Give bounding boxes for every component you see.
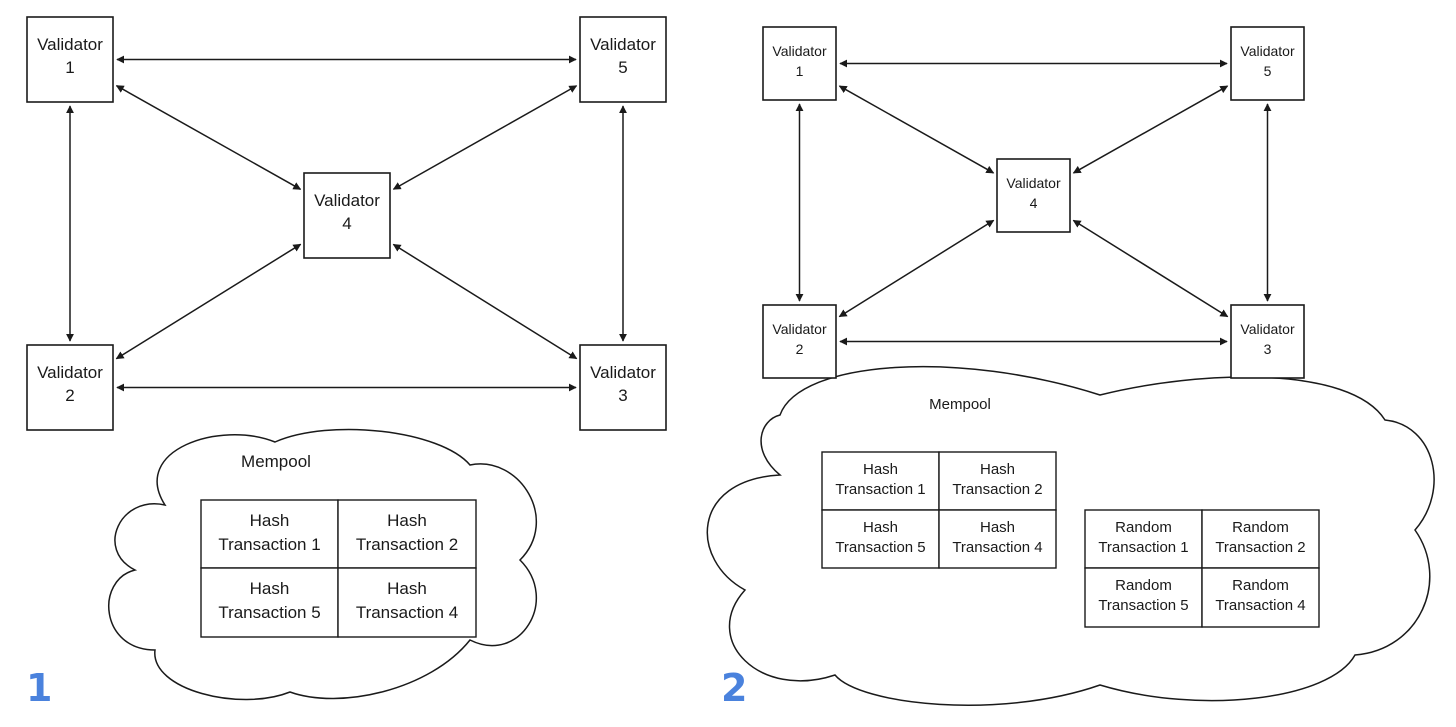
svg-text:Hash: Hash: [863, 461, 898, 478]
panel-number: 2: [721, 666, 747, 710]
validator-node: Validator 3: [1230, 304, 1305, 379]
validator-number: 1: [796, 63, 804, 79]
panel-number: 1: [26, 666, 52, 710]
validator-node: Validator 1: [26, 16, 114, 103]
svg-text:Transaction 4: Transaction 4: [952, 539, 1042, 556]
validator-name: Validator: [590, 35, 656, 54]
connection-arrow: [1072, 85, 1229, 174]
hash-transactions-table: Hash Transaction 1 Hash Transaction 2 Ha…: [200, 499, 477, 638]
svg-text:Transaction 5: Transaction 5: [218, 603, 320, 622]
svg-text:Transaction 1: Transaction 1: [1098, 539, 1188, 556]
svg-text:Transaction 2: Transaction 2: [356, 535, 458, 554]
svg-text:Hash: Hash: [250, 511, 290, 530]
table-cell: Hash Transaction 2: [938, 451, 1057, 511]
svg-text:Random: Random: [1232, 519, 1289, 536]
validator-name: Validator: [772, 43, 827, 59]
validator-name: Validator: [590, 363, 656, 382]
connections-panel-2: [795, 59, 1272, 346]
table-cell: Random Transaction 1: [1084, 509, 1203, 569]
svg-text:Hash: Hash: [980, 519, 1015, 536]
mempool-label: Mempool: [241, 452, 311, 471]
mempool-label: Mempool: [929, 396, 991, 413]
svg-text:Hash: Hash: [980, 461, 1015, 478]
svg-text:Transaction 4: Transaction 4: [1215, 597, 1305, 614]
validator-number: 2: [65, 386, 74, 405]
svg-text:Hash: Hash: [250, 579, 290, 598]
svg-text:Transaction 2: Transaction 2: [952, 481, 1042, 498]
random-transactions-table: Random Transaction 1 Random Transaction …: [1084, 509, 1320, 628]
validator-number: 5: [618, 58, 627, 77]
table-cell: Random Transaction 5: [1084, 567, 1203, 628]
table-cell: Random Transaction 2: [1201, 509, 1320, 569]
table-cell: Hash Transaction 2: [337, 499, 477, 569]
validator-number: 4: [1030, 195, 1038, 211]
validator-number: 3: [1264, 341, 1272, 357]
validator-name: Validator: [1240, 321, 1295, 337]
validator-node: Validator 4: [996, 158, 1071, 233]
connection-arrow: [115, 243, 302, 360]
validator-node: Validator 5: [579, 16, 667, 103]
validator-name: Validator: [37, 363, 103, 382]
svg-text:Transaction 1: Transaction 1: [835, 481, 925, 498]
validator-name: Validator: [1240, 43, 1295, 59]
table-cell: Hash Transaction 4: [337, 567, 477, 638]
connection-arrow: [838, 85, 995, 174]
table-cell: Hash Transaction 5: [200, 567, 339, 638]
svg-text:Hash: Hash: [863, 519, 898, 536]
validator-name: Validator: [772, 321, 827, 337]
connection-arrow: [838, 219, 995, 318]
svg-text:Hash: Hash: [387, 579, 427, 598]
validator-number: 4: [342, 214, 351, 233]
svg-text:Random: Random: [1115, 519, 1172, 536]
svg-text:Transaction 5: Transaction 5: [1098, 597, 1188, 614]
table-cell: Random Transaction 4: [1201, 567, 1320, 628]
svg-text:Random: Random: [1232, 577, 1289, 594]
connections-panel-1: [66, 55, 627, 392]
validator-number: 2: [796, 341, 804, 357]
validator-node: Validator 2: [26, 344, 114, 431]
connection-arrow: [1072, 219, 1229, 318]
validator-node: Validator 2: [762, 304, 837, 379]
validator-number: 1: [65, 58, 74, 77]
validator-number: 3: [618, 386, 627, 405]
validator-name: Validator: [1006, 175, 1061, 191]
connection-arrow: [392, 85, 578, 190]
validator-node: Validator 4: [303, 172, 391, 259]
svg-text:Transaction 2: Transaction 2: [1215, 539, 1305, 556]
validator-name: Validator: [314, 191, 380, 210]
svg-text:Hash: Hash: [387, 511, 427, 530]
validator-node: Validator 5: [1230, 26, 1305, 101]
svg-text:Transaction 5: Transaction 5: [835, 539, 925, 556]
hash-transactions-table: Hash Transaction 1 Hash Transaction 2 Ha…: [821, 451, 1057, 569]
table-cell: Hash Transaction 1: [200, 499, 339, 569]
validator-node: Validator 3: [579, 344, 667, 431]
mempool-cloud: [706, 366, 1435, 706]
table-cell: Hash Transaction 4: [938, 509, 1057, 569]
svg-text:Transaction 1: Transaction 1: [218, 535, 320, 554]
svg-text:Random: Random: [1115, 577, 1172, 594]
table-cell: Hash Transaction 5: [821, 509, 940, 569]
validator-number: 5: [1264, 63, 1272, 79]
svg-text:Transaction 4: Transaction 4: [356, 603, 458, 622]
validator-name: Validator: [37, 35, 103, 54]
table-cell: Hash Transaction 1: [821, 451, 940, 511]
connection-arrow: [392, 243, 578, 360]
connection-arrow: [115, 85, 302, 190]
validator-node: Validator 1: [762, 26, 837, 101]
